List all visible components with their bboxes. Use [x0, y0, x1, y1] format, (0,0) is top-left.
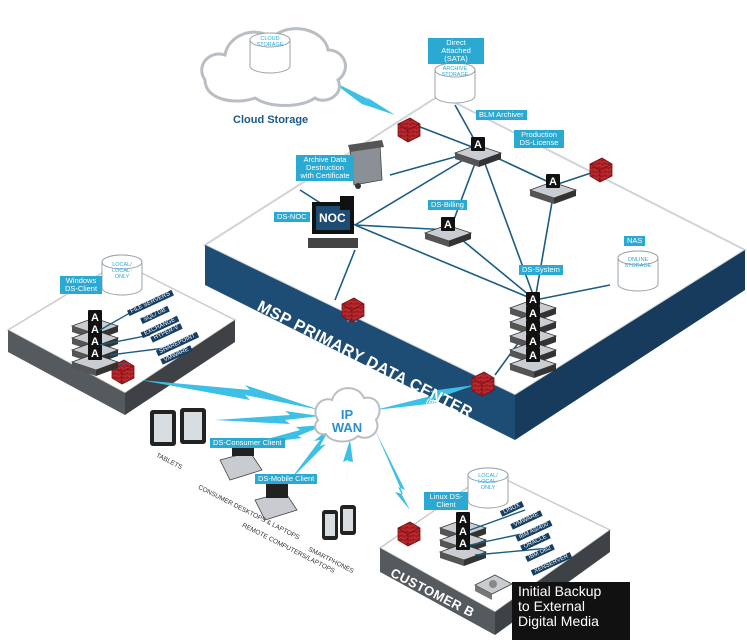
local-storage-a-label: LOCAL/ LOCAL-ONLY: [112, 262, 132, 280]
archive-destruction-label: Archive Data Destruction with Certificat…: [296, 155, 354, 181]
ds-billing-label: DS-Billing: [428, 200, 467, 210]
cloud-storage-cylinder-label: CLOUD STORAGE: [256, 36, 284, 48]
archive-storage-label: ARCHIVE STORAGE: [441, 66, 469, 78]
initial-backup-note: Initial Backup to External Digital Media: [512, 582, 630, 640]
linux-client-label: Linux DS-Client: [424, 492, 468, 510]
ds-mobile-label: DS-Mobile Client: [255, 474, 318, 484]
tablet-icon: [150, 408, 206, 446]
noc-screen-label: NOC: [319, 211, 346, 225]
ip-wan-label: IP WAN: [330, 408, 364, 434]
blm-archiver-label: BLM Archiver: [476, 110, 527, 120]
backup-line1: Initial Backup: [518, 583, 602, 599]
ip-wan-line1: IP: [340, 407, 354, 422]
wireless-links: [140, 80, 475, 510]
backup-line2: to External: [518, 598, 585, 614]
ds-system-label: DS-System: [519, 265, 563, 275]
firewall-icon: [589, 157, 613, 183]
ip-wan-cloud-icon: [314, 387, 381, 443]
online-storage-label: ONLINE STORAGE: [624, 257, 652, 269]
windows-client-label: Windows DS-Client: [60, 276, 102, 294]
direct-attached-label: Direct Attached (SATA): [428, 38, 484, 64]
ds-noc-label: DS-NOC: [274, 212, 310, 222]
ds-connector-label: DS-Consumer Client: [210, 438, 285, 448]
noc-monitor-icon: [308, 196, 358, 248]
backup-line3: Digital Media: [518, 613, 599, 629]
nas-label: NAS: [624, 236, 646, 246]
network-links: [299, 104, 611, 376]
local-storage-b-label: LOCAL/ LOCAL-ONLY: [478, 473, 498, 491]
cloud-storage-title: Cloud Storage: [233, 114, 309, 126]
production-license-label: Production DS-License: [514, 130, 564, 148]
smartphone-icon: [322, 505, 356, 540]
ip-wan-line2: WAN: [331, 420, 363, 435]
cloud-storage-icon: [200, 27, 347, 107]
